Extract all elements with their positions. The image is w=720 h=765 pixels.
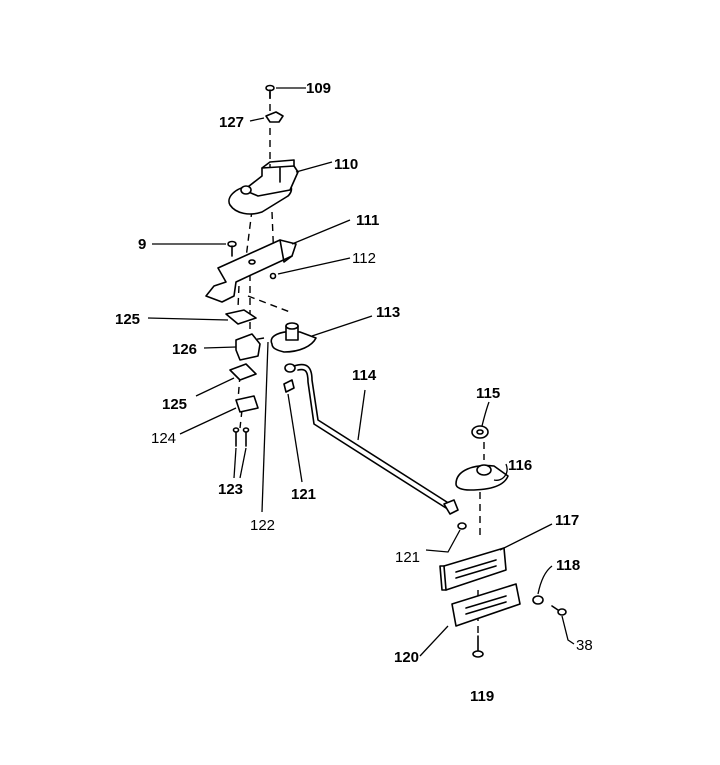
callout-114: 114 [352, 367, 377, 384]
part-119-screw [472, 635, 484, 658]
part-38-screw [551, 605, 567, 616]
callout-121-lower: 121 [395, 549, 420, 566]
callout-113: 113 [376, 304, 400, 321]
part-115-nut [471, 425, 489, 439]
callout-111: 111 [356, 212, 379, 229]
callout-124: 124 [151, 430, 176, 447]
part-127-clip [265, 111, 284, 123]
callout-112: 112 [352, 250, 376, 267]
part-113-cam [270, 322, 317, 353]
callout-115: 115 [476, 385, 500, 402]
callout-122: 122 [250, 517, 275, 534]
part-125-pad-upper [225, 309, 257, 325]
callout-123: 123 [218, 481, 243, 498]
part-114-rod [293, 363, 459, 515]
callout-labels: 109 127 110 111 9 112 113 125 126 125 12… [115, 80, 593, 705]
part-125-pad-lower [229, 363, 257, 381]
callout-126: 126 [172, 341, 197, 358]
part-111-bracket [205, 239, 297, 303]
part-110-switch [228, 159, 299, 215]
callout-110: 110 [334, 156, 358, 173]
part-123-screws [232, 427, 250, 447]
callout-127: 127 [219, 114, 244, 131]
callout-119: 119 [470, 688, 494, 705]
callout-125-upper: 125 [115, 311, 140, 328]
callout-116: 116 [508, 457, 532, 474]
part-121-fastener-lower [457, 522, 467, 530]
part-121-fastener-upper [283, 363, 296, 393]
part-120-bracket [451, 583, 521, 627]
callout-125-lower: 125 [162, 396, 187, 413]
part-116-cam-plate [455, 464, 509, 491]
callout-109: 109 [306, 80, 331, 97]
callout-9: 9 [138, 236, 146, 253]
part-126-block [235, 333, 261, 361]
callout-117: 117 [555, 512, 579, 529]
part-124-block [235, 395, 259, 413]
part-117-bracket [439, 547, 507, 591]
callout-118: 118 [556, 557, 580, 574]
leader-lines [147, 87, 575, 657]
callout-121-upper: 121 [291, 486, 316, 503]
callout-38: 38 [576, 637, 593, 654]
part-9-screw [227, 240, 237, 257]
callout-120: 120 [394, 649, 419, 666]
part-109-screw [265, 84, 275, 99]
part-118-washer [532, 595, 544, 605]
part-112-screw [269, 272, 277, 280]
